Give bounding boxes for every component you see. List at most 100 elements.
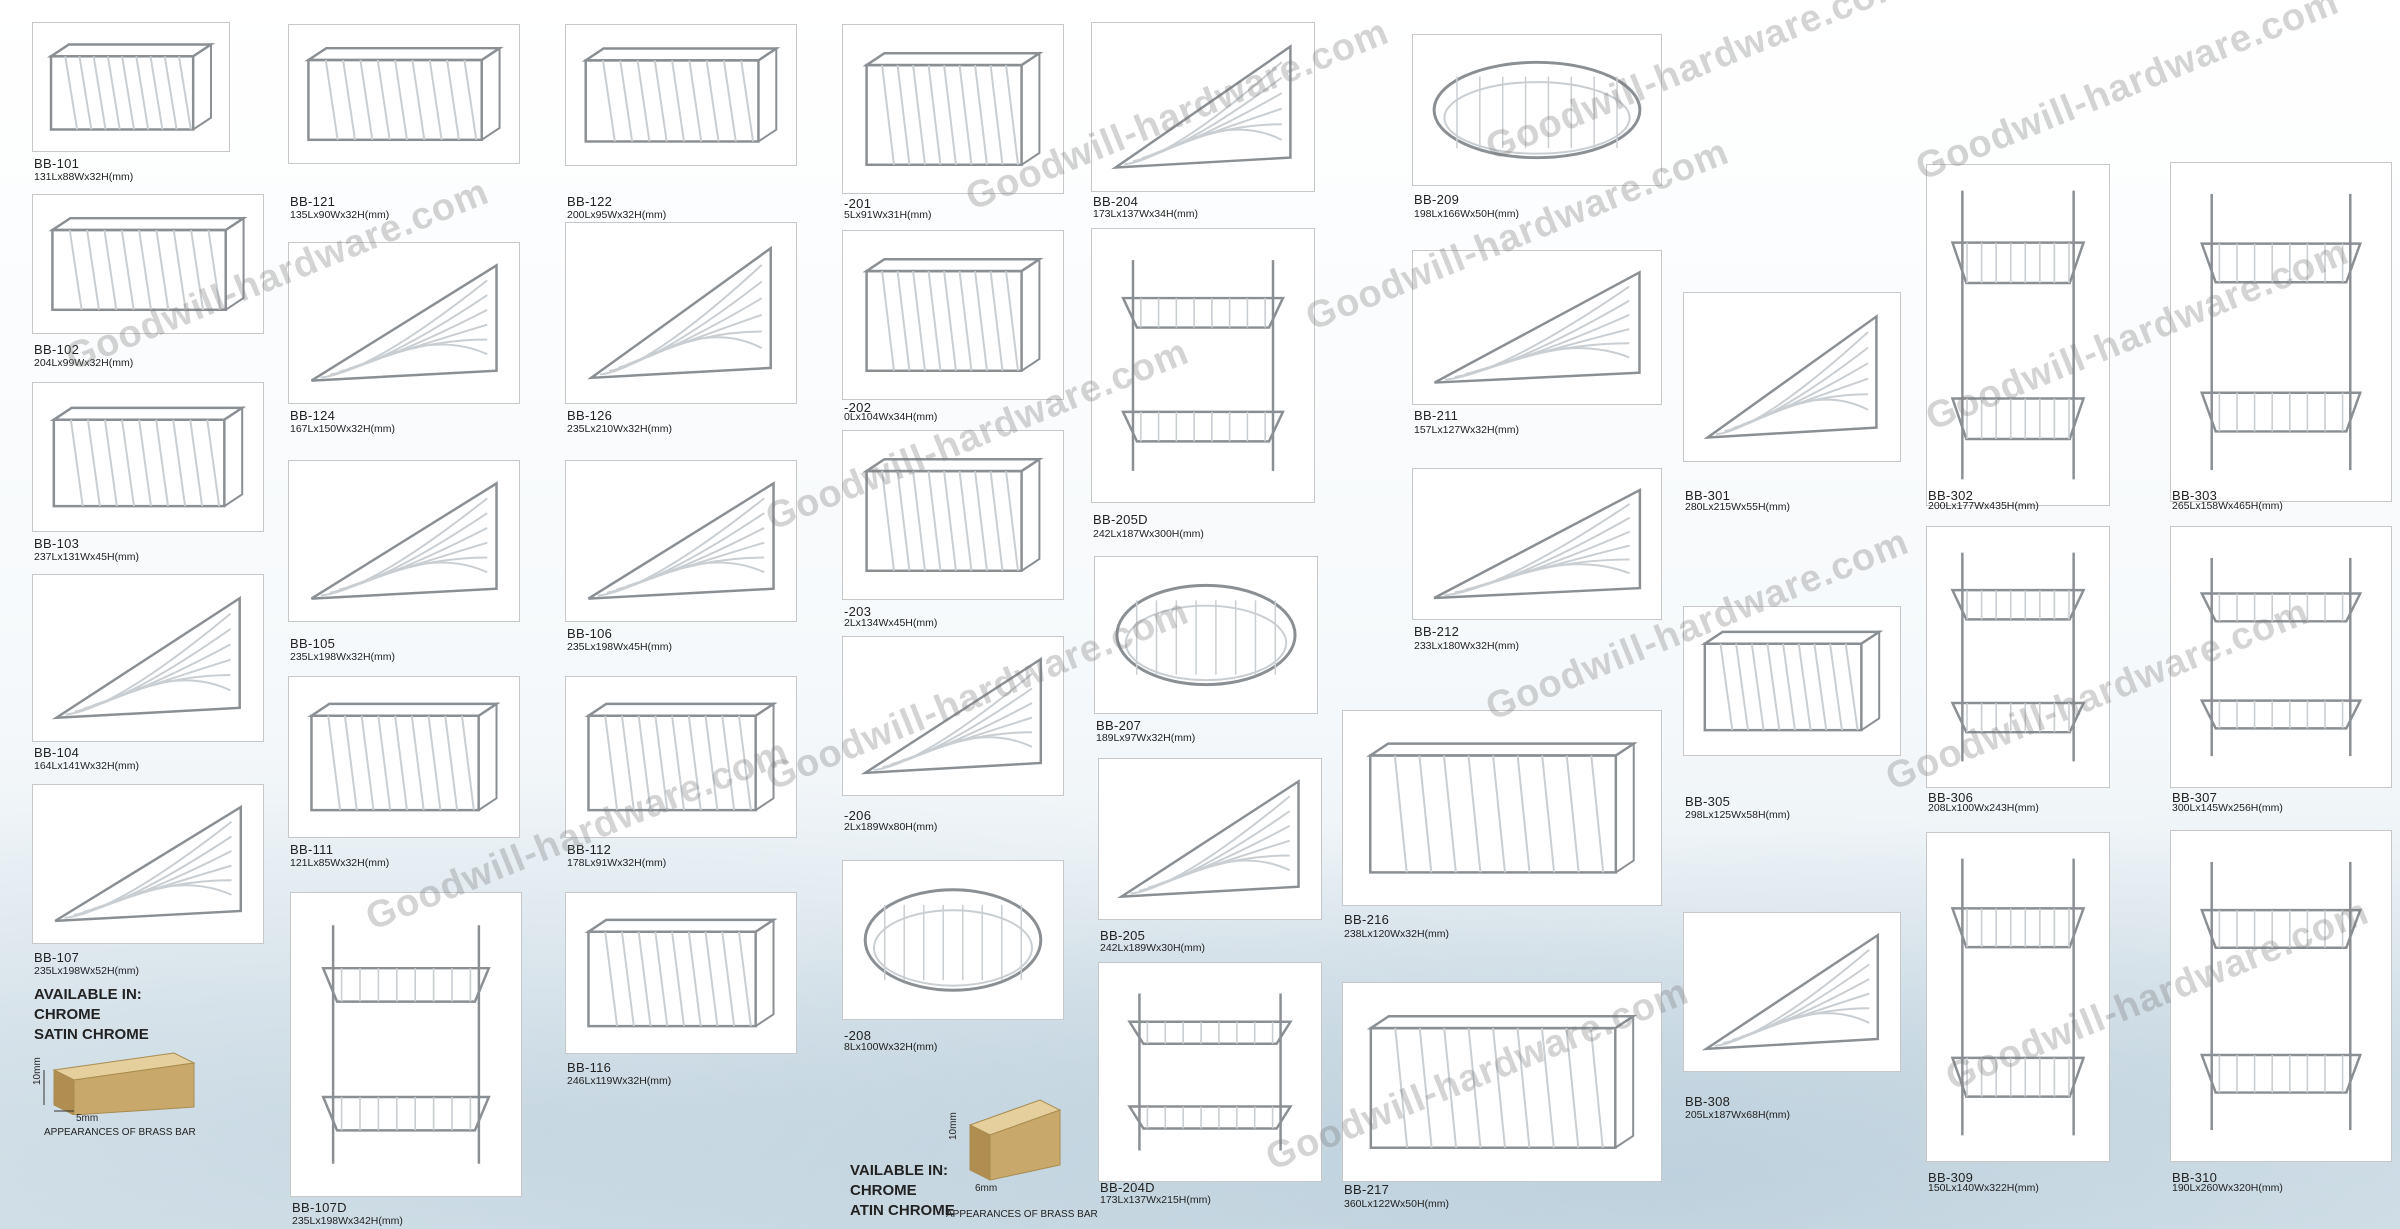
- product-photo: [1098, 758, 1322, 920]
- product-photo: [565, 460, 797, 622]
- availability-heading: VAILABLE IN:: [850, 1162, 949, 1179]
- product-photo: [842, 430, 1064, 600]
- wire-basket-image: [51, 595, 241, 720]
- product-code: -202: [844, 400, 872, 415]
- product-dimensions: 173Lx137Wx215H(mm): [1100, 1194, 1211, 1206]
- wire-basket-image: [1111, 44, 1292, 169]
- wire-basket-image: [860, 656, 1043, 775]
- product-dimensions: 190Lx260Wx320H(mm): [2172, 1182, 2283, 1194]
- wire-basket-image: [1433, 487, 1642, 600]
- product-dimensions: 0Lx104Wx34H(mm): [844, 411, 938, 423]
- product-photo: [842, 636, 1064, 796]
- product-code: BB-112: [567, 842, 612, 857]
- product-code: BB-212: [1414, 624, 1460, 639]
- product-code: BB-307: [2172, 790, 2218, 805]
- product-dimensions: 237Lx131Wx45H(mm): [34, 551, 140, 563]
- product-code: BB-124: [290, 408, 336, 423]
- product-code: BB-301: [1685, 488, 1731, 503]
- availability-option-chrome: CHROME: [34, 1006, 101, 1023]
- product-photo: [1926, 164, 2110, 506]
- wire-basket-image: [581, 46, 781, 143]
- product-photo: [1412, 468, 1662, 620]
- product-dimensions: 235Lx198Wx342H(mm): [292, 1215, 403, 1227]
- wire-basket-image: [2200, 861, 2362, 1131]
- product-photo: [1683, 912, 1901, 1072]
- wire-basket-image: [1121, 260, 1285, 471]
- wire-basket-image: [862, 51, 1044, 167]
- product-dimensions: 204Lx99Wx32H(mm): [34, 357, 134, 369]
- product-dimensions: 157Lx127Wx32H(mm): [1414, 424, 1520, 436]
- product-code: BB-205D: [1093, 512, 1148, 527]
- product-code: -206: [844, 808, 872, 823]
- product-photo: [290, 892, 522, 1197]
- product-code: BB-309: [1928, 1170, 1974, 1185]
- product-photo: [1683, 606, 1901, 756]
- wire-basket-image: [1950, 858, 2086, 1136]
- wire-basket-image: [307, 702, 501, 812]
- wire-basket-image: [2199, 557, 2363, 757]
- product-photo: [288, 24, 520, 164]
- product-photo: [1091, 22, 1315, 192]
- product-photo: [842, 860, 1064, 1020]
- product-dimensions: 2Lx189Wx80H(mm): [844, 821, 938, 833]
- bar-caption: APPEARANCES OF BRASS BAR: [44, 1127, 196, 1138]
- product-code: BB-107: [34, 950, 80, 965]
- wire-basket-image: [584, 918, 778, 1028]
- product-code: BB-122: [567, 194, 613, 209]
- wire-basket-image: [1701, 932, 1880, 1051]
- product-code: BB-303: [2172, 488, 2218, 503]
- product-dimensions: 265Lx158Wx465H(mm): [2172, 500, 2283, 512]
- product-dimensions: 200Lx177Wx435H(mm): [1928, 500, 2039, 512]
- product-photo: [32, 784, 264, 944]
- product-code: BB-116: [567, 1060, 612, 1075]
- brass-bar-illustration: [968, 1099, 1062, 1181]
- product-code: BB-308: [1685, 1094, 1731, 1109]
- bar-width-label: 6mm: [975, 1183, 998, 1194]
- product-photo: [32, 22, 230, 152]
- product-code: BB-217: [1344, 1182, 1390, 1197]
- product-dimensions: 5Lx91Wx31H(mm): [844, 209, 932, 221]
- product-photo: [288, 676, 520, 838]
- availability-option-satin-chrome: ATIN CHROME: [850, 1202, 955, 1219]
- product-code: -203: [844, 604, 872, 619]
- product-dimensions: 280Lx215Wx55H(mm): [1685, 501, 1791, 513]
- product-photo: [288, 242, 520, 404]
- product-photo: [32, 194, 264, 334]
- wire-basket-image: [310, 481, 498, 600]
- wire-basket-image: [862, 257, 1044, 373]
- product-photo: [565, 676, 797, 838]
- wire-basket-image: [304, 46, 504, 142]
- product-dimensions: 135Lx90Wx32H(mm): [290, 209, 390, 221]
- bar-height-label: 10mm: [32, 1057, 43, 1085]
- product-code: BB-204D: [1100, 1180, 1155, 1195]
- product-code: BB-310: [2172, 1170, 2218, 1185]
- product-photo: [842, 230, 1064, 400]
- product-dimensions: 242Lx189Wx30H(mm): [1100, 942, 1206, 954]
- product-code: BB-104: [34, 745, 80, 760]
- wire-basket-image: [1433, 270, 1641, 384]
- wire-basket-image: [1115, 583, 1297, 687]
- product-code: BB-216: [1344, 912, 1390, 927]
- product-photo: [842, 24, 1064, 194]
- bar-height-label: 10mm: [948, 1112, 959, 1140]
- product-dimensions: 178Lx91Wx32H(mm): [567, 857, 667, 869]
- product-photo: [1098, 962, 1322, 1182]
- wire-basket-image: [1127, 993, 1293, 1151]
- product-photo: [1342, 710, 1662, 906]
- product-dimensions: 150Lx140Wx322H(mm): [1928, 1182, 2039, 1194]
- product-dimensions: 2Lx134Wx45H(mm): [844, 617, 938, 629]
- product-photo: [1091, 228, 1315, 503]
- product-photo: [2170, 162, 2392, 502]
- wire-basket-image: [1116, 779, 1300, 899]
- product-photo: [1926, 832, 2110, 1162]
- product-code: BB-126: [567, 408, 613, 423]
- product-code: BB-106: [567, 626, 613, 641]
- product-dimensions: 200Lx95Wx32H(mm): [567, 209, 667, 221]
- wire-basket-image: [1432, 60, 1642, 160]
- availability-heading: AVAILABLE IN:: [34, 986, 142, 1003]
- product-photo: [565, 24, 797, 166]
- wire-basket-image: [1703, 314, 1878, 439]
- wire-basket-image: [1366, 741, 1638, 874]
- product-code: BB-305: [1685, 794, 1731, 809]
- product-code: -201: [844, 196, 872, 211]
